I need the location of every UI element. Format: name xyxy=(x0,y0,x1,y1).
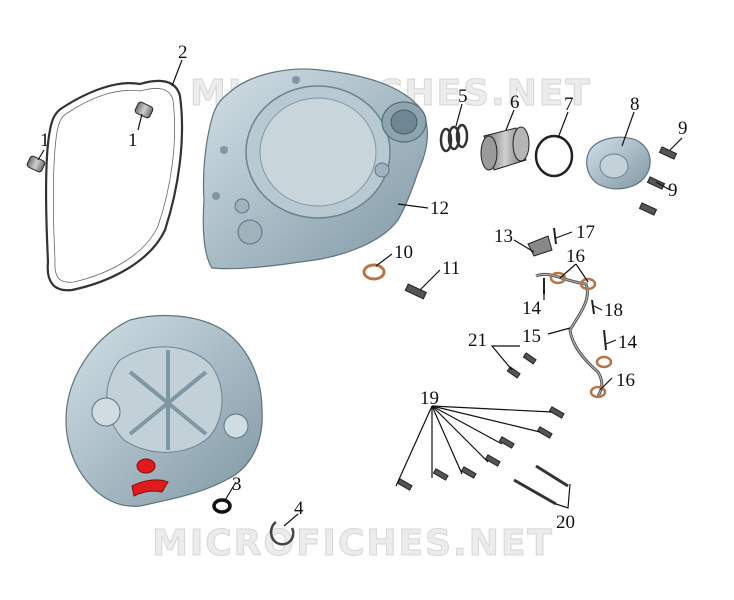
callout-16-top: 16 xyxy=(566,246,585,267)
bolt-group-19 xyxy=(396,406,565,491)
callout-6: 6 xyxy=(510,92,520,113)
inner-cover xyxy=(65,314,263,507)
callout-14-right: 14 xyxy=(618,332,638,353)
callout-18: 18 xyxy=(604,300,623,321)
leader-lines xyxy=(37,59,683,527)
callout-21: 21 xyxy=(468,330,487,351)
clutch-cover xyxy=(202,68,428,270)
bolt-9a xyxy=(658,146,678,160)
callout-16-bottom: 16 xyxy=(616,370,635,391)
cap-cover xyxy=(586,136,651,190)
spring xyxy=(439,123,469,153)
callout-5: 5 xyxy=(458,86,468,107)
callout-9-bottom: 9 xyxy=(668,180,678,201)
bolt-11 xyxy=(404,283,427,300)
washer-10 xyxy=(362,263,386,281)
callout-7: 7 xyxy=(564,94,574,115)
callout-8: 8 xyxy=(630,94,640,115)
callout-4: 4 xyxy=(294,498,304,519)
callout-10: 10 xyxy=(394,242,413,263)
callout-1-right: 1 xyxy=(128,130,138,151)
bolt-9c xyxy=(638,202,658,216)
callout-13: 13 xyxy=(494,226,513,247)
callout-15: 15 xyxy=(522,326,541,347)
watermark-bottom: MICROFICHES.NET xyxy=(152,523,554,564)
oil-pipe-assembly xyxy=(527,227,613,399)
o-ring-3 xyxy=(212,498,232,514)
callout-9-top: 9 xyxy=(678,118,688,139)
circlip-4 xyxy=(269,521,295,546)
bolt-21b xyxy=(522,352,537,365)
bolt-21a xyxy=(506,366,521,379)
callout-17: 17 xyxy=(576,222,595,243)
long-bolts-20 xyxy=(513,464,569,506)
gasket xyxy=(44,79,184,292)
callout-3: 3 xyxy=(232,474,242,495)
callout-2: 2 xyxy=(178,42,188,63)
dowel-pin-left xyxy=(26,155,46,173)
callout-12: 12 xyxy=(430,198,449,219)
o-ring xyxy=(534,134,574,178)
callout-19: 19 xyxy=(420,388,439,409)
callout-11: 11 xyxy=(442,258,460,279)
callout-1-left: 1 xyxy=(40,130,50,151)
callout-14-top: 14 xyxy=(522,298,542,319)
callout-20: 20 xyxy=(556,512,575,533)
piston xyxy=(480,126,530,171)
bolt-9b xyxy=(646,176,666,190)
dowel-pin-right xyxy=(134,101,154,119)
